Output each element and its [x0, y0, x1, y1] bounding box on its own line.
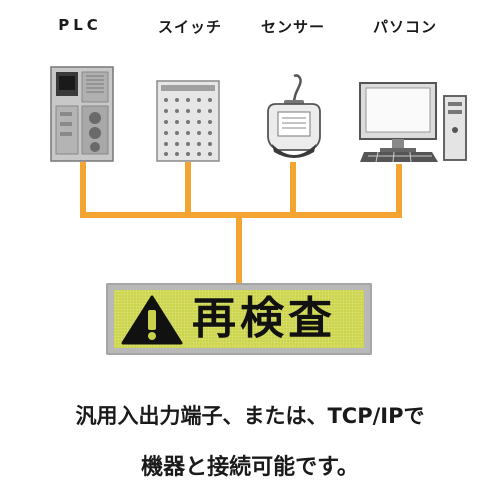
warning-icon: [120, 294, 184, 350]
switch-icon: [156, 80, 220, 166]
display-text: 再検査: [192, 293, 336, 344]
wire-pc: [396, 164, 402, 218]
sensor-label: センサー: [260, 18, 325, 36]
led-display: 再検査: [106, 283, 372, 355]
caption-line-2: 機器と接続可能です。: [141, 455, 359, 480]
plc-icon: [50, 66, 114, 166]
pc-icon: [358, 82, 470, 170]
caption-line-1: 汎用入出力端子、または、TCP/IPで: [75, 404, 425, 428]
led-display-screen: 再検査: [114, 290, 364, 348]
pc-label: パソコン: [372, 18, 437, 36]
wire-sensor: [290, 162, 296, 218]
plc-label: PLC: [58, 16, 102, 34]
switch-label: スイッチ: [157, 18, 222, 36]
sensor-icon: [264, 70, 324, 170]
wire-switch: [185, 162, 191, 218]
wire-plc: [80, 162, 86, 218]
wire-to-display: [236, 212, 242, 284]
